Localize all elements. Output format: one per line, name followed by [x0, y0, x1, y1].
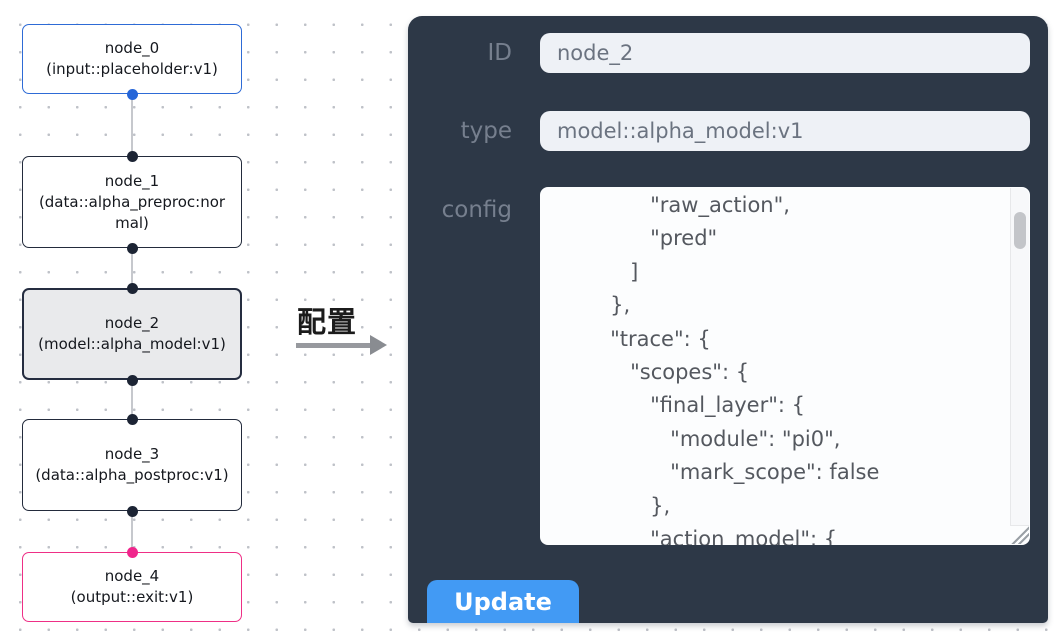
port-handle-node-3-in[interactable]: [126, 413, 138, 425]
node-subtitle: (input::placeholder:v1): [46, 60, 218, 78]
scrollbar-thumb[interactable]: [1013, 212, 1026, 249]
transition-label: 配置: [297, 305, 358, 339]
id-input[interactable]: [540, 33, 1030, 73]
port-handle-node-2-out[interactable]: [126, 374, 138, 386]
flow-edge: [131, 248, 133, 288]
port-handle-node-0-out[interactable]: [126, 88, 138, 100]
flow-node-node-4[interactable]: node_4 (output::exit:v1): [22, 552, 242, 622]
resize-handle-icon[interactable]: [1010, 525, 1029, 544]
port-handle-node-3-out[interactable]: [126, 505, 138, 517]
port-handle-node-4-in[interactable]: [126, 546, 138, 558]
config-json-text[interactable]: "raw_action", "pred" ] }, "trace": { "sc…: [610, 193, 880, 545]
port-handle-node-2-in[interactable]: [126, 282, 138, 294]
flow-node-node-0[interactable]: node_0 (input::placeholder:v1): [22, 24, 242, 94]
update-button[interactable]: Update: [427, 580, 579, 623]
node-title: node_4: [104, 567, 160, 585]
node-title: node_2: [104, 314, 160, 332]
node-title: node_1: [104, 171, 160, 190]
node-subtitle: (data::alpha_postproc:v1): [35, 466, 229, 484]
scrollbar-track[interactable]: [1010, 188, 1029, 544]
node-subtitle: (data::alpha_preproc:normal): [38, 192, 226, 232]
flow-edge: [131, 511, 133, 552]
node-title: node_0: [104, 39, 160, 57]
config-field-label: config: [441, 197, 512, 223]
flow-node-node-3[interactable]: node_3 (data::alpha_postproc:v1): [22, 419, 242, 511]
node-title: node_3: [104, 445, 160, 463]
arrow-right-icon: [296, 343, 372, 348]
flow-edge: [131, 94, 133, 156]
node-subtitle: (model::alpha_model:v1): [38, 335, 226, 353]
config-textarea[interactable]: "raw_action", "pred" ] }, "trace": { "sc…: [540, 187, 1030, 545]
flow-edge: [131, 380, 133, 419]
id-field-label: ID: [487, 40, 513, 66]
type-input[interactable]: [540, 111, 1030, 151]
port-handle-node-1-in[interactable]: [126, 150, 138, 162]
flow-node-node-1[interactable]: node_1 (data::alpha_preproc:normal): [22, 156, 242, 248]
port-handle-node-1-out[interactable]: [126, 242, 138, 254]
type-field-label: type: [460, 118, 512, 144]
config-panel: ID type config "raw_action", "pred" ] },…: [408, 16, 1048, 623]
flow-node-node-2-selected[interactable]: node_2 (model::alpha_model:v1): [22, 288, 242, 380]
arrow-right-icon: [370, 335, 387, 355]
node-subtitle: (output::exit:v1): [70, 588, 194, 606]
